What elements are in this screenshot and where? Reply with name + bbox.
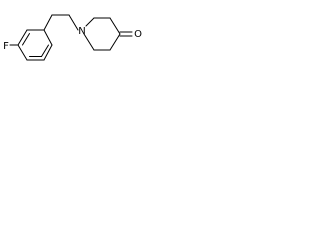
bond — [43, 14, 53, 31]
structure-diagram: F N O — [0, 0, 154, 78]
bond — [83, 33, 95, 51]
aromatic-double-bond — [22, 33, 30, 46]
atom-label-fluorine: F — [3, 41, 9, 52]
bond — [17, 44, 28, 61]
bond — [109, 33, 121, 51]
bonds — [9, 14, 133, 61]
atom-label-nitrogen: N — [78, 26, 85, 37]
bond — [43, 44, 53, 61]
bond — [109, 17, 121, 35]
bond — [85, 17, 95, 27]
bond — [68, 14, 79, 31]
bond — [17, 29, 28, 46]
atom-label-oxygen: O — [134, 29, 142, 40]
molecule-drawing: F N O — [3, 14, 142, 61]
aromatic-double-bond — [41, 44, 49, 57]
bond — [43, 29, 53, 46]
